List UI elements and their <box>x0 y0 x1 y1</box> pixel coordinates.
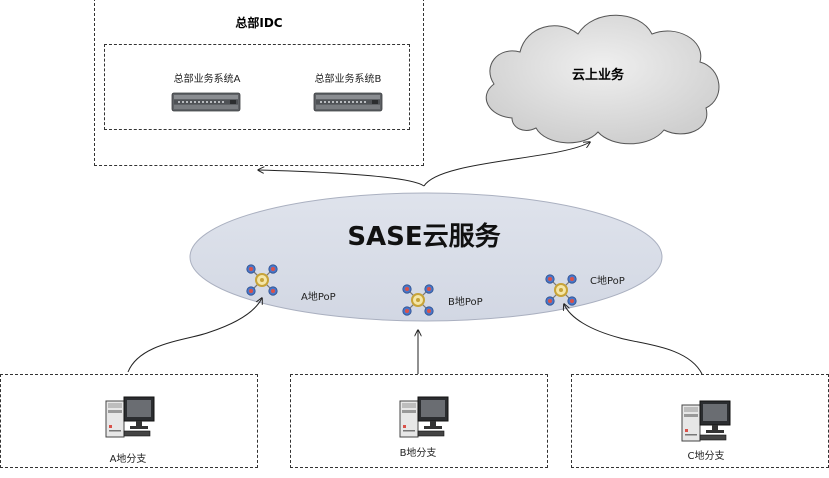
hq-idc-box <box>94 0 424 166</box>
cloud-label: 云上业务 <box>571 68 625 83</box>
pop-a-label: A地PoP <box>301 292 336 303</box>
link-sase-to-cloud <box>423 142 590 187</box>
link-branch-a-to-pop-a <box>127 298 262 373</box>
hq-system-b-label: 总部业务系统B <box>314 74 382 85</box>
branch-b-box <box>290 374 548 468</box>
pop-c-label: C地PoP <box>590 276 625 287</box>
link-sase-to-hq <box>258 170 425 187</box>
branch-c-label: C地分支 <box>687 451 725 462</box>
hq-systems-box <box>104 44 410 130</box>
hq-title: 总部IDC <box>235 16 283 30</box>
link-branch-c-to-pop-c <box>564 304 703 375</box>
cloud-shape <box>485 14 720 145</box>
sase-label: SASE云服务 <box>347 222 501 252</box>
hq-system-a-label: 总部业务系统A <box>173 74 241 85</box>
sase-ellipse <box>189 192 663 322</box>
pop-b-label: B地PoP <box>448 297 483 308</box>
branch-b-label: B地分支 <box>399 448 437 459</box>
branch-a-box <box>0 374 258 468</box>
branch-a-label: A地分支 <box>109 454 147 465</box>
